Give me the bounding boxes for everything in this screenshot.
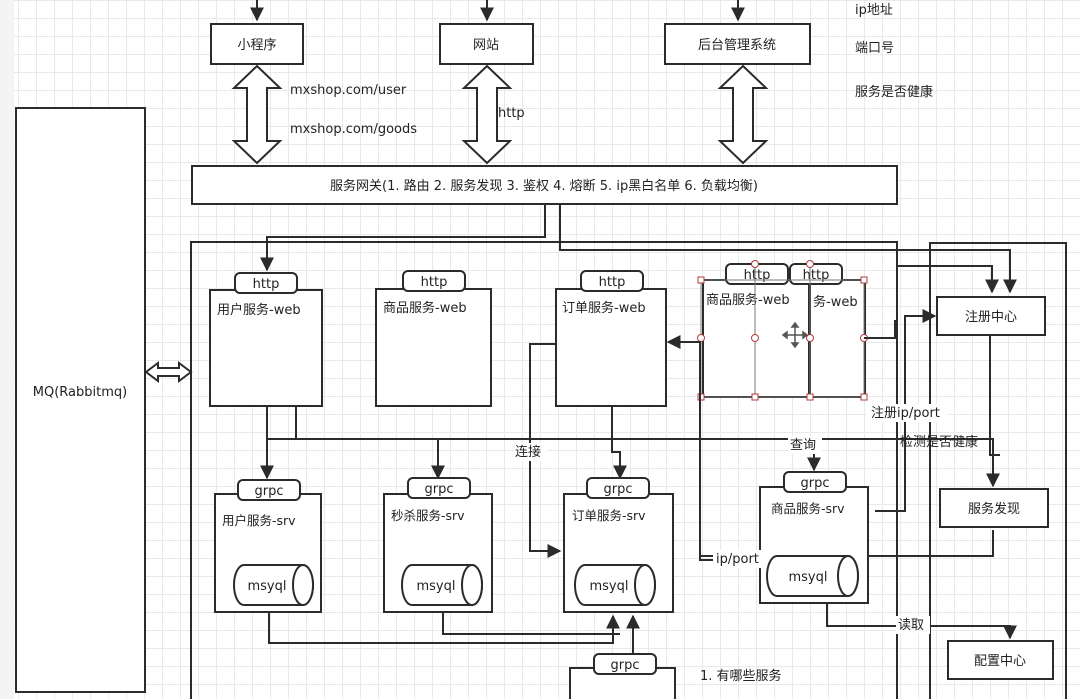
line-goods-web-register (864, 320, 896, 339)
note-health: 服务是否健康 (855, 84, 933, 100)
goods-srv-node[interactable]: grpc 商品服务-srv msyql (759, 471, 869, 604)
double-arrow-website (461, 64, 513, 165)
gateway-label: 服务网关(1. 路由 2. 服务发现 3. 鉴权 4. 熔断 5. ip黑白名单… (330, 178, 758, 194)
miniapp-node[interactable]: 小程序 (210, 23, 304, 65)
mq-double-arrow (144, 361, 193, 383)
mq-label: MQ(Rabbitmq) (33, 385, 127, 400)
line-user-web-branch (267, 406, 297, 440)
ghost-web-protocol: http (803, 268, 830, 283)
line-order-web-to-srv (611, 406, 627, 480)
edge-label-health-check: 检测是否健康 (900, 434, 978, 450)
seckill-srv-node[interactable]: grpc 秒杀服务-srv msyql (383, 477, 493, 613)
bottom-note: 1. 有哪些服务 (700, 668, 782, 684)
edge-label-ip-port: ip/port (716, 552, 759, 567)
note-ip: ip地址 (855, 3, 893, 18)
bottom-srv-protocol: grpc (611, 658, 640, 673)
miniapp-label: 小程序 (237, 38, 276, 53)
edge-label-read: 读取 (898, 618, 924, 633)
db-link-user (268, 612, 620, 644)
seckill-srv-label: 秒杀服务-srv (391, 508, 465, 523)
config-node[interactable]: 配置中心 (947, 640, 1054, 680)
gateway-node[interactable]: 服务网关(1. 路由 2. 服务发现 3. 鉴权 4. 熔断 5. ip黑白名单… (191, 165, 898, 205)
infra-panel (929, 242, 1067, 699)
note-port: 端口号 (855, 41, 894, 56)
order-srv-db: msyql (590, 579, 629, 594)
line-health-check (989, 335, 1000, 456)
user-web-protocol: http (253, 277, 280, 292)
goods-web-label: 商品服务-web (383, 300, 467, 316)
order-web-label: 订单服务-web (562, 300, 646, 316)
service-cluster-container (190, 241, 898, 699)
user-srv-node[interactable]: grpc 用户服务-srv msyql (214, 479, 322, 613)
website-label: 网站 (473, 38, 499, 53)
double-arrow-miniapp (231, 64, 283, 165)
goods-srv-label: 商品服务-srv (771, 501, 845, 516)
config-label: 配置中心 (974, 654, 1026, 669)
order-srv-protocol: grpc (604, 482, 633, 497)
goods-web-node[interactable]: http 商品服务-web (375, 270, 492, 407)
seckill-srv-protocol: grpc (425, 482, 454, 497)
registry-node[interactable]: 注册中心 (936, 296, 1046, 336)
user-srv-label: 用户服务-srv (222, 513, 296, 528)
user-srv-db: msyql (248, 579, 287, 594)
order-srv-label: 订单服务-srv (572, 508, 646, 523)
user-web-label: 用户服务-web (217, 302, 301, 318)
goods-web-protocol: http (421, 275, 448, 290)
ghost-web-label: 务-web (813, 294, 858, 310)
admin-node[interactable]: 后台管理系统 (664, 23, 811, 65)
route-line-to-user-web (260, 205, 546, 272)
order-web-protocol: http (599, 275, 626, 290)
order-web-node[interactable]: http 订单服务-web (555, 270, 667, 407)
route-line-to-registry (559, 205, 1017, 294)
route-http: http (498, 106, 525, 121)
admin-label: 后台管理系统 (698, 38, 776, 53)
edge-label-query: 查询 (790, 438, 816, 453)
edge-label-register: 注册ip/port (871, 406, 940, 421)
mq-node[interactable]: MQ(Rabbitmq) (15, 107, 146, 693)
goods-web-duplicate-node[interactable]: http http 商品服务-web 务-web (697, 260, 868, 401)
line-to-registry-2 (897, 265, 999, 294)
registry-label: 注册中心 (965, 310, 1017, 325)
order-srv-node[interactable]: grpc 订单服务-srv msyql (563, 477, 674, 613)
double-arrow-admin (717, 64, 769, 165)
discovery-node[interactable]: 服务发现 (939, 488, 1049, 528)
goods-web2-label: 商品服务-web (706, 292, 790, 308)
canvas-left-margin (0, 0, 14, 699)
route-user: mxshop.com/user (290, 83, 407, 98)
bottom-srv-node[interactable]: grpc (569, 653, 676, 699)
db-link-seckill (442, 612, 620, 635)
goods-web2-protocol: http (744, 268, 771, 283)
line-to-discovery (296, 438, 1000, 488)
route-goods: mxshop.com/goods (290, 122, 417, 137)
edge-label-connect: 连接 (515, 444, 541, 460)
user-web-node[interactable]: http 用户服务-web (209, 272, 323, 407)
discovery-label: 服务发现 (968, 501, 1020, 517)
website-node[interactable]: 网站 (439, 23, 534, 65)
seckill-srv-db: msyql (417, 579, 456, 594)
user-srv-protocol: grpc (255, 484, 284, 499)
goods-srv-protocol: grpc (801, 476, 830, 491)
goods-srv-db: msyql (789, 570, 828, 585)
move-cursor-icon (781, 321, 809, 349)
